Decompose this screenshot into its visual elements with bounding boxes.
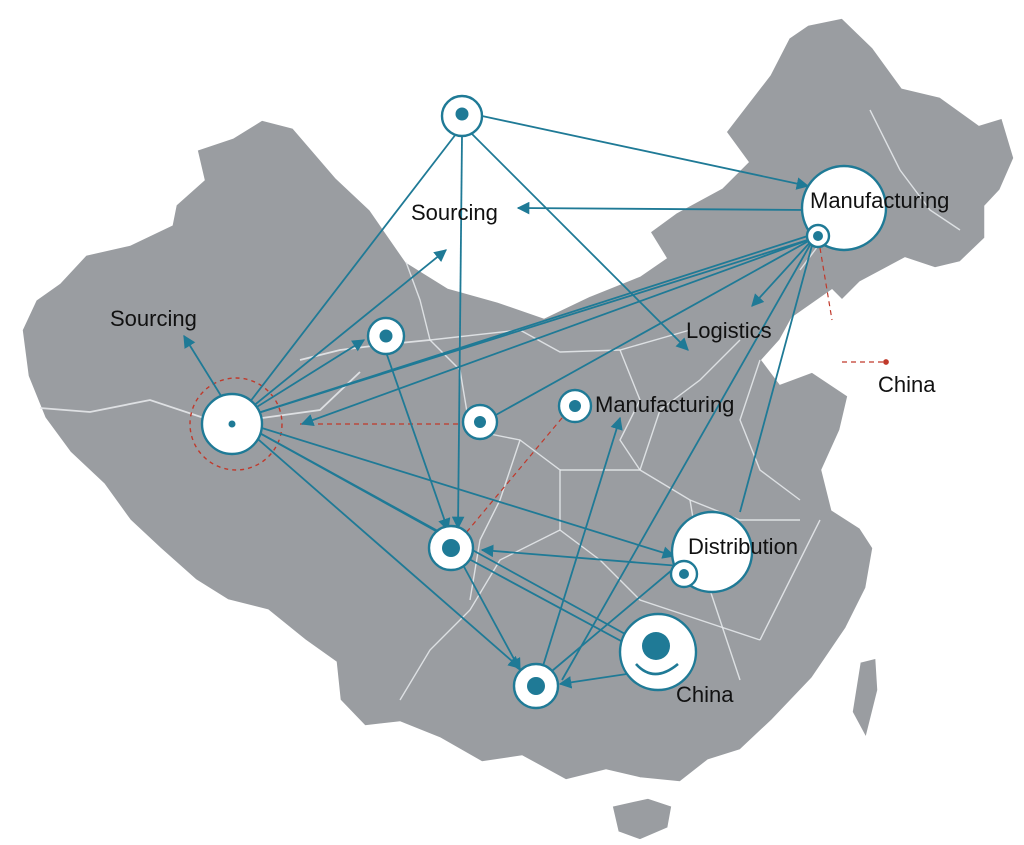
label-logistics: Logistics: [686, 318, 772, 343]
nodes: [200, 94, 888, 710]
node-southwest-hub: [427, 524, 475, 572]
node-manufacturing-northeast: [800, 164, 888, 252]
node-distribution: [669, 510, 754, 594]
label-china-east: China: [878, 372, 936, 397]
label-manufacturing-northeast: Manufacturing: [810, 188, 949, 213]
node-china-south: [618, 612, 698, 692]
coverage-range-ring: [189, 377, 283, 471]
node-manufacturing-central: [557, 388, 593, 424]
node-south: [512, 662, 560, 710]
label-distribution: Distribution: [688, 534, 798, 559]
label-manufacturing-central: Manufacturing: [595, 392, 734, 417]
node-sourcing-north: [440, 94, 484, 138]
dashed-links: [300, 247, 889, 547]
hainan-island: [611, 797, 673, 841]
taiwan-island: [851, 657, 879, 741]
map-labels: Sourcing Sourcing Manufacturing Logistic…: [110, 188, 949, 707]
node-western-hub: [200, 392, 264, 456]
node-central: [461, 403, 499, 441]
label-china-south: China: [676, 682, 734, 707]
supply-routes: [183, 115, 815, 689]
node-northwest-small: [366, 316, 406, 356]
label-sourcing-north: Sourcing: [411, 200, 498, 225]
label-sourcing-west: Sourcing: [110, 306, 197, 331]
